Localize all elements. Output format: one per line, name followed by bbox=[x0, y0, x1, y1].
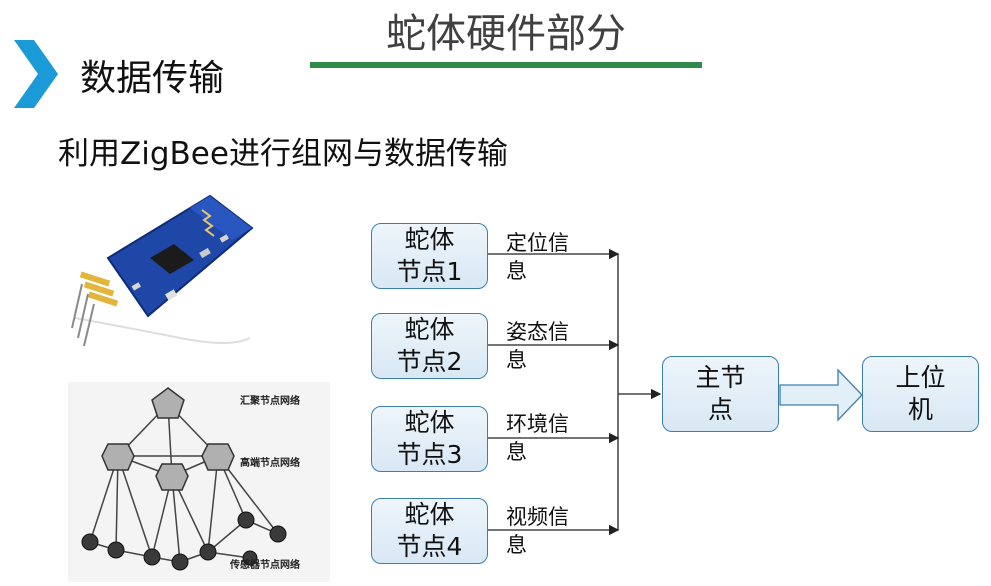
info-label-video: 视频信 息 bbox=[506, 503, 569, 559]
snake-node-2: 蛇体 节点2 bbox=[371, 313, 488, 379]
block-arrow-to-host bbox=[779, 368, 863, 422]
snake-node-3: 蛇体 节点3 bbox=[371, 406, 488, 472]
snake-node-2-line2: 节点2 bbox=[396, 347, 463, 376]
snake-node-1-line2: 节点1 bbox=[396, 257, 463, 286]
page-title: 蛇体硬件部分 bbox=[386, 11, 626, 57]
main-node-line2: 点 bbox=[707, 395, 733, 424]
info-label-posture-line1: 姿态信 bbox=[506, 320, 569, 344]
subtitle: 利用ZigBee进行组网与数据传输 bbox=[58, 136, 508, 172]
info-label-environment-line1: 环境信 bbox=[506, 412, 569, 436]
topology-label-aggregation: 汇聚节点网络 bbox=[240, 394, 300, 407]
info-label-environment-line2: 息 bbox=[506, 440, 527, 464]
info-label-posture: 姿态信 息 bbox=[506, 318, 569, 374]
snake-node-3-line1: 蛇体 bbox=[404, 408, 455, 437]
main-node: 主节 点 bbox=[662, 356, 779, 432]
network-topology-image: 汇聚节点网络 高端节点网络 传感器节点网络 bbox=[68, 382, 330, 582]
snake-node-1: 蛇体 节点1 bbox=[371, 223, 488, 289]
info-label-video-line1: 视频信 bbox=[506, 505, 569, 529]
info-label-position-line2: 息 bbox=[506, 259, 527, 283]
snake-node-4-line1: 蛇体 bbox=[404, 500, 455, 529]
snake-node-4-line2: 节点4 bbox=[396, 532, 463, 561]
host-node-line1: 上位 bbox=[895, 363, 946, 392]
title-underline bbox=[310, 62, 702, 68]
topology-label-sensor: 传感器节点网络 bbox=[229, 558, 300, 571]
info-label-environment: 环境信 息 bbox=[506, 410, 569, 466]
host-node-line2: 机 bbox=[907, 395, 933, 424]
info-label-position-line1: 定位信 bbox=[506, 231, 569, 255]
topology-label-high-end: 高端节点网络 bbox=[240, 456, 300, 469]
info-label-video-line2: 息 bbox=[506, 533, 527, 557]
zigbee-module-image bbox=[70, 188, 256, 348]
snake-node-2-line1: 蛇体 bbox=[404, 315, 455, 344]
snake-node-3-line2: 节点3 bbox=[396, 440, 463, 469]
host-computer-node: 上位 机 bbox=[862, 356, 979, 432]
main-node-line1: 主节 bbox=[695, 363, 746, 392]
snake-node-4: 蛇体 节点4 bbox=[371, 498, 488, 564]
info-label-position: 定位信 息 bbox=[506, 229, 569, 285]
snake-node-1-line1: 蛇体 bbox=[404, 225, 455, 254]
section-heading: 数据传输 bbox=[80, 58, 225, 99]
chevron-right-icon bbox=[14, 40, 58, 108]
info-label-posture-line2: 息 bbox=[506, 348, 527, 372]
